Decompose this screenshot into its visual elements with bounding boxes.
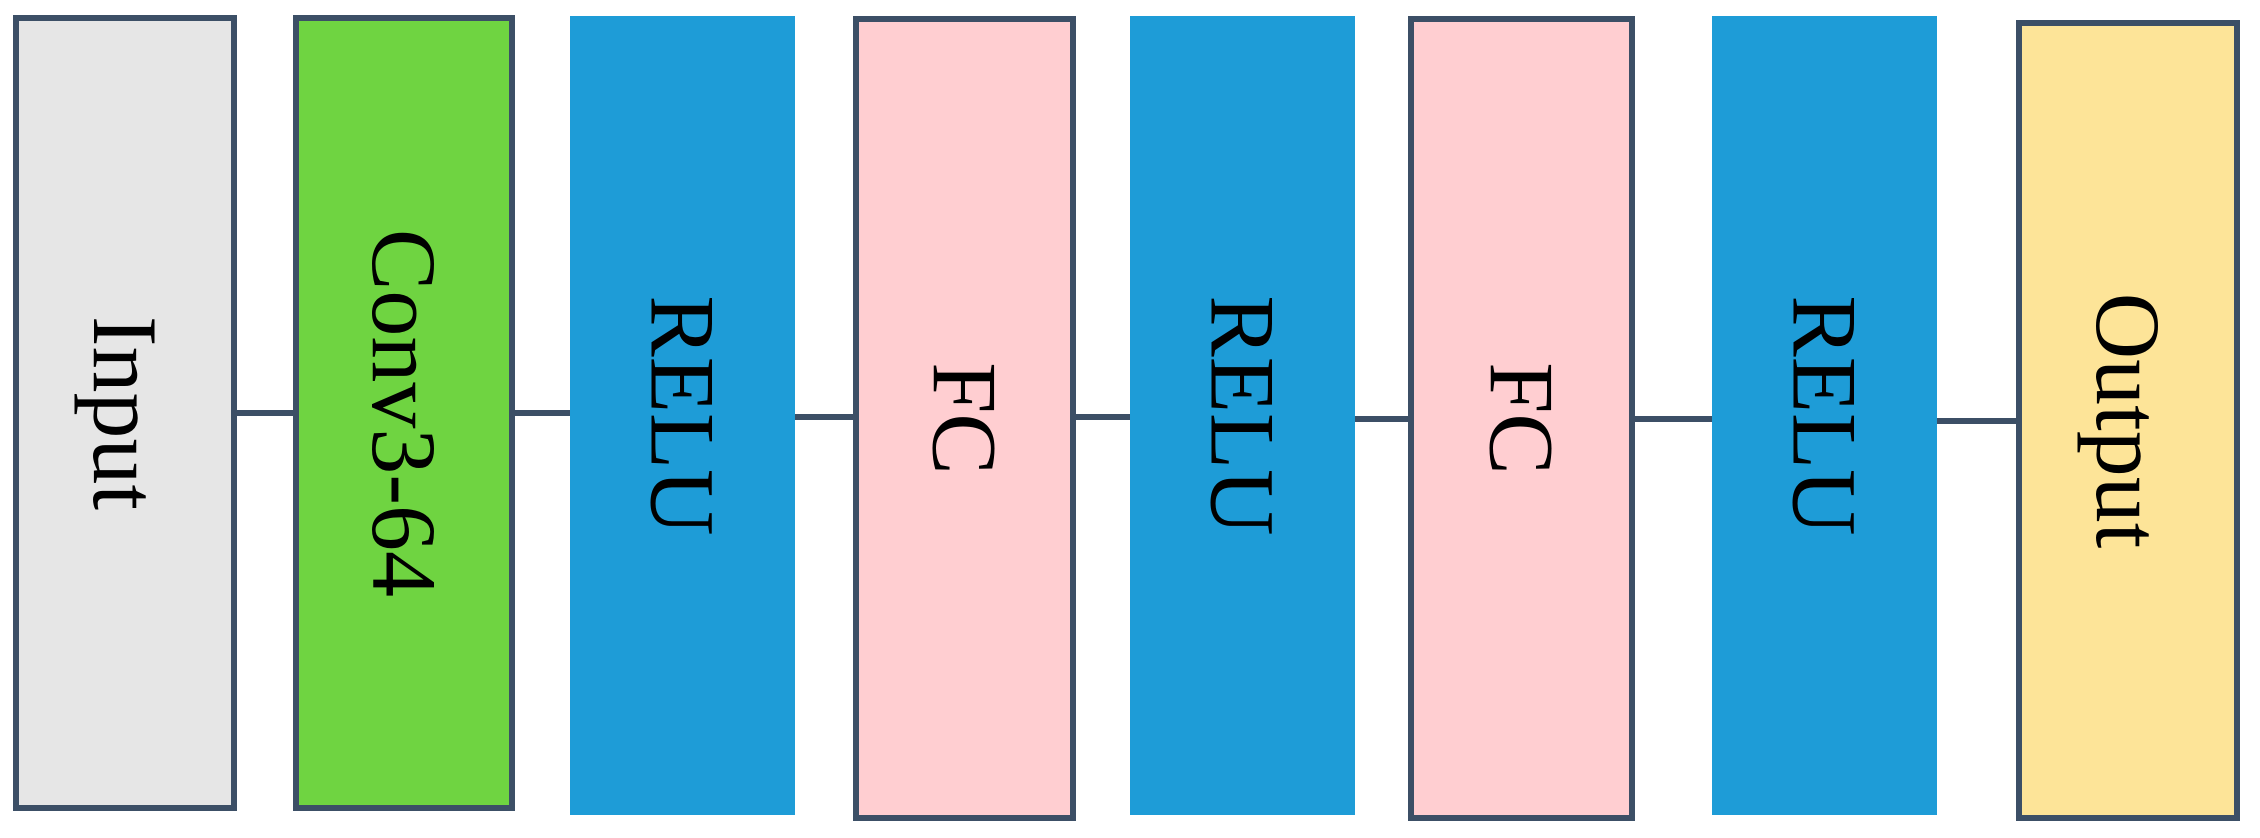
layer-box [293, 15, 515, 811]
layer-output: Output [2016, 20, 2240, 821]
layer-box [570, 16, 795, 815]
layer-box [13, 15, 237, 811]
layer-box [853, 16, 1076, 821]
layer-label: RELU [1774, 295, 1876, 535]
layer-conv: Conv3-64 [293, 15, 515, 811]
layer-box [2016, 20, 2240, 821]
layer-label: Output [2077, 293, 2179, 549]
connector-group [234, 410, 2019, 424]
layer-label: FC [1471, 362, 1573, 475]
layer-label: Input [74, 316, 176, 511]
layer-label: FC [914, 362, 1016, 475]
layer-fc: FC [1408, 16, 1635, 821]
layer-box [1130, 16, 1355, 815]
layer-label: Conv3-64 [353, 229, 455, 597]
layer-relu: RELU [1130, 16, 1355, 815]
layer-fc: FC [853, 16, 1076, 821]
layer-label: RELU [632, 295, 734, 535]
layer-relu: RELU [1712, 16, 1937, 815]
layer-box [1712, 16, 1937, 815]
layer-group: Input Conv3-64 RELU FC RELU FC RELU Output [13, 15, 2240, 821]
layer-box [1408, 16, 1635, 821]
layer-relu: RELU [570, 16, 795, 815]
layer-label: RELU [1192, 295, 1294, 535]
layer-input: Input [13, 15, 237, 811]
